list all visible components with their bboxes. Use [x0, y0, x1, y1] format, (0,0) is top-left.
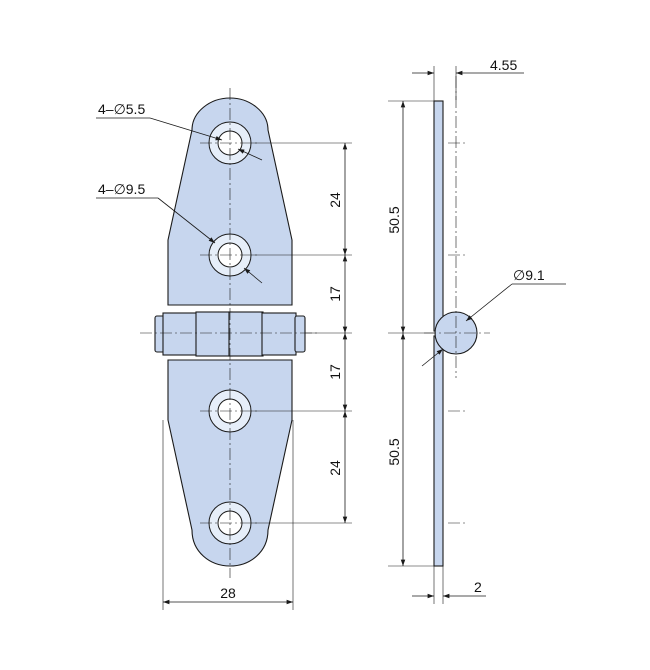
thickness-bottom-dimension: 2	[412, 566, 486, 604]
spacing-lower-outer-label: 24	[327, 460, 343, 476]
knuckle-middle	[195, 311, 233, 357]
spacing-upper-outer-label: 24	[327, 192, 343, 208]
thickness-top-dimension: 4.55	[412, 57, 524, 101]
spacing-lower-inner-label: 17	[327, 364, 343, 380]
side-lower-plate	[433, 335, 444, 567]
knuckle-left	[162, 312, 198, 356]
side-view: 4.55 ∅9.1 50.5 50.5 2	[386, 57, 566, 604]
pin-diameter-callout: ∅9.1	[421, 267, 566, 367]
pin-diameter-label: ∅9.1	[513, 267, 545, 283]
front-view: 4–∅5.5 4–∅9.5 24 17 17 24	[96, 88, 352, 610]
knuckle-right	[261, 312, 297, 356]
width-label: 28	[220, 585, 236, 601]
leaf-lower-label: 50.5	[386, 438, 402, 465]
thickness-bottom-label: 2	[474, 579, 482, 595]
spacing-upper-inner-label: 17	[327, 286, 343, 302]
large-hole-callout: 4–∅9.5	[96, 181, 263, 284]
small-hole-label: 4–∅5.5	[98, 101, 145, 117]
spacing-dimensions: 24 17 17 24	[252, 142, 352, 524]
large-hole-label: 4–∅9.5	[98, 181, 145, 197]
knuckle-middle-2	[228, 311, 264, 357]
side-upper-plate	[433, 100, 444, 332]
leaf-upper-label: 50.5	[386, 206, 402, 233]
leaf-length-dimensions: 50.5 50.5	[386, 100, 434, 567]
pin-right-end	[294, 315, 306, 353]
thickness-top-label: 4.55	[490, 57, 517, 73]
small-hole-callout: 4–∅5.5	[96, 101, 263, 161]
width-dimension: 28	[162, 420, 294, 610]
